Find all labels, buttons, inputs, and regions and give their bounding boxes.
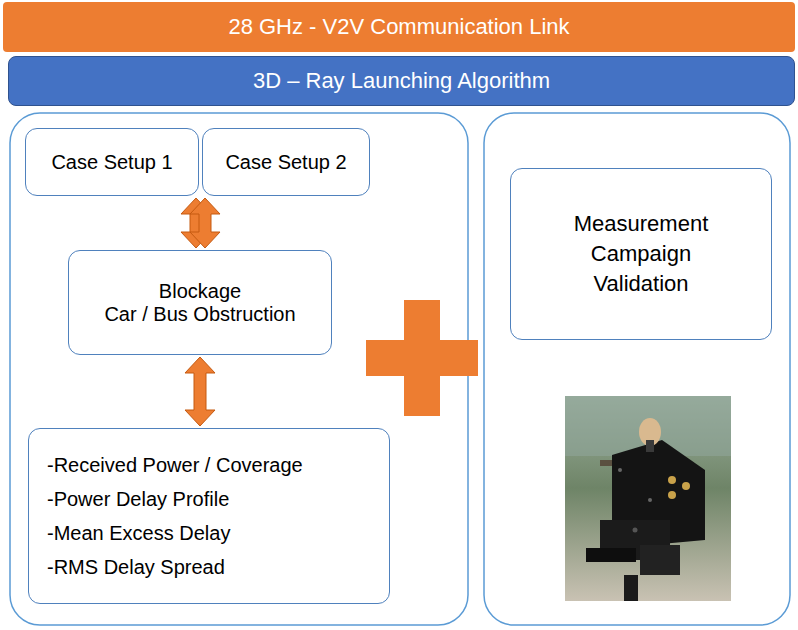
node-text: Case Setup 2 xyxy=(225,151,346,174)
case-box: Case Setup 1 xyxy=(25,128,199,196)
node-text: -RMS Delay Spread xyxy=(47,550,225,584)
node-text: Case Setup 1 xyxy=(51,151,172,174)
node-text: -Received Power / Coverage xyxy=(47,448,303,482)
plus-sign xyxy=(366,300,478,416)
node-text: -Mean Excess Delay xyxy=(47,516,230,550)
double-arrow xyxy=(185,357,215,426)
metrics-box: -Received Power / Coverage-Power Delay P… xyxy=(28,428,390,604)
node-text: 28 GHz - V2V Communication Link xyxy=(228,14,569,40)
validation-box: Measurement Campaign Validation xyxy=(510,168,772,340)
node-text: Blockage xyxy=(159,280,241,303)
node-text: Measurement Campaign Validation xyxy=(561,209,721,299)
title-band: 28 GHz - V2V Communication Link xyxy=(3,2,795,52)
node-text: Car / Bus Obstruction xyxy=(104,303,295,326)
algorithm-band: 3D – Ray Launching Algorithm xyxy=(8,56,795,106)
node-text: 3D – Ray Launching Algorithm xyxy=(253,68,550,94)
right-panel xyxy=(484,113,790,625)
device-photo xyxy=(565,396,731,601)
node-text: -Power Delay Profile xyxy=(47,482,229,516)
case-box: Case Setup 2 xyxy=(202,128,370,196)
double-arrow xyxy=(190,198,220,248)
blockage-box: BlockageCar / Bus Obstruction xyxy=(68,250,332,355)
